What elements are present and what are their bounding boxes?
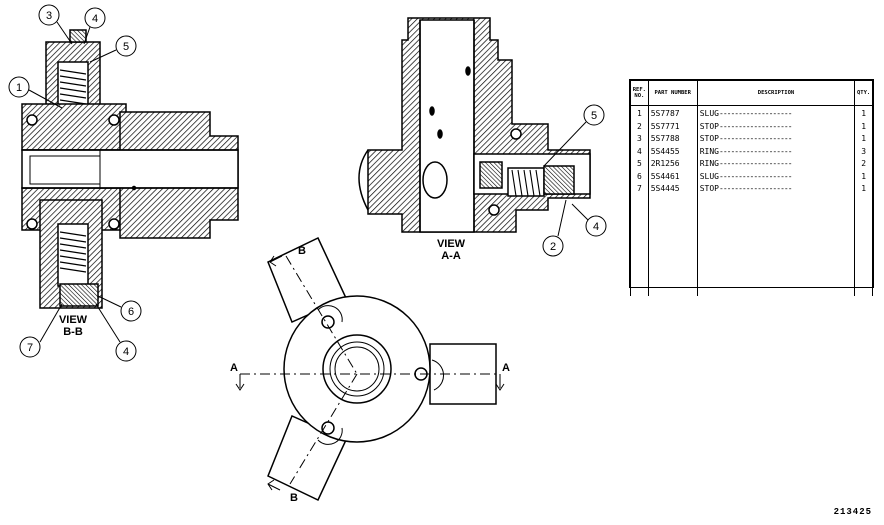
cell-description: SLUG-------------------: [696, 105, 856, 121]
cell-qty: 1: [854, 183, 873, 196]
header-qty: QTY.: [854, 80, 873, 106]
callout-4-a: 4: [571, 203, 607, 237]
filler-cell: [630, 195, 649, 296]
bottom-spring: [59, 231, 87, 273]
cell-ref: 3: [630, 133, 649, 146]
table-row: 3 5S7788 STOP------------------- 1: [630, 133, 873, 146]
cell-part-number: 5S4455: [647, 145, 698, 158]
svg-text:5: 5: [591, 110, 597, 122]
cell-qty: 3: [854, 145, 873, 158]
cell-description: STOP-------------------: [696, 133, 856, 146]
svg-text:6: 6: [128, 306, 134, 318]
svg-text:4: 4: [92, 13, 98, 25]
cell-ref: 6: [630, 170, 649, 183]
svg-text:5: 5: [123, 41, 129, 53]
callout-4-b-top: 4: [83, 7, 106, 45]
svg-text:7: 7: [27, 342, 33, 354]
document-number: 213425: [833, 507, 872, 517]
top-spring: [59, 69, 87, 111]
cell-ref: 5: [630, 158, 649, 171]
header-ref-no: REF. NO.: [630, 80, 649, 106]
parts-table-header: REF. NO. PART NUMBER DESCRIPTION QTY.: [630, 80, 873, 106]
callout-4-b-bottom: 4: [95, 303, 137, 362]
callout-1-b: 1: [8, 76, 63, 109]
view-a-a-label-line2: A-A: [441, 250, 461, 262]
section-mark-a-left: A: [230, 362, 238, 374]
cell-part-number: 5S4445: [647, 183, 698, 196]
cell-qty: 2: [854, 158, 873, 171]
plan-view: [235, 236, 505, 502]
section-mark-b-bottom: B: [290, 492, 298, 504]
view-a-a-section: [358, 17, 591, 233]
cell-part-number: 5S7788: [647, 133, 698, 146]
cell-part-number: 5S4461: [647, 170, 698, 183]
cell-part-number: 2R1256: [647, 158, 698, 171]
filler-cell: [647, 195, 698, 296]
cell-description: STOP-------------------: [696, 183, 856, 196]
header-description: DESCRIPTION: [696, 80, 856, 106]
svg-text:1: 1: [16, 82, 22, 94]
filler-cell: [854, 195, 873, 296]
cell-qty: 1: [854, 120, 873, 133]
callout-6-b: 6: [97, 295, 142, 322]
callout-5-a: 5: [543, 104, 605, 167]
cell-qty: 1: [854, 133, 873, 146]
callout-7-b: 7: [19, 303, 63, 358]
table-row: 6 5S4461 SLUG------------------- 1: [630, 170, 873, 183]
callout-5-b: 5: [89, 35, 137, 63]
parts-table: REF. NO. PART NUMBER DESCRIPTION QTY. 1 …: [629, 79, 874, 296]
callouts-b-b: 3 4 5 1 6 7 4: [8, 4, 142, 362]
table-filler-row: [630, 195, 873, 296]
cell-part-number: 5S7787: [647, 105, 698, 121]
table-row: 2 5S7771 STOP------------------- 1: [630, 120, 873, 133]
callout-3-b: 3: [38, 4, 73, 45]
section-mark-b-top: B: [298, 245, 306, 257]
filler-cell: [696, 195, 856, 296]
cell-ref: 7: [630, 183, 649, 196]
header-part-number: PART NUMBER: [647, 80, 698, 106]
cell-ref: 1: [630, 105, 649, 121]
cell-description: STOP-------------------: [696, 120, 856, 133]
cell-qty: 1: [854, 105, 873, 121]
cell-ref: 2: [630, 120, 649, 133]
svg-text:4: 4: [593, 221, 599, 233]
svg-text:3: 3: [46, 10, 52, 22]
view-b-b-section: [21, 29, 239, 309]
svg-text:4: 4: [123, 346, 129, 358]
view-a-a-label-line1: VIEW: [437, 238, 466, 250]
cell-ref: 4: [630, 145, 649, 158]
svg-text:2: 2: [550, 241, 556, 253]
table-row: 5 2R1256 RING------------------- 2: [630, 158, 873, 171]
cell-description: RING-------------------: [696, 145, 856, 158]
cell-qty: 1: [854, 170, 873, 183]
view-b-b-label-line1: VIEW: [59, 314, 88, 326]
table-row: 7 5S4445 STOP------------------- 1: [630, 183, 873, 196]
table-row: 4 5S4455 RING------------------- 3: [630, 145, 873, 158]
view-b-b-label-line2: B-B: [63, 326, 83, 338]
callout-2-a: 2: [542, 199, 567, 257]
cell-description: RING-------------------: [696, 158, 856, 171]
cell-part-number: 5S7771: [647, 120, 698, 133]
cell-description: SLUG-------------------: [696, 170, 856, 183]
table-row: 1 5S7787 SLUG------------------- 1: [630, 105, 873, 121]
section-mark-a-right: A: [502, 362, 510, 374]
callouts-a-a: 5 4 2: [542, 104, 607, 257]
